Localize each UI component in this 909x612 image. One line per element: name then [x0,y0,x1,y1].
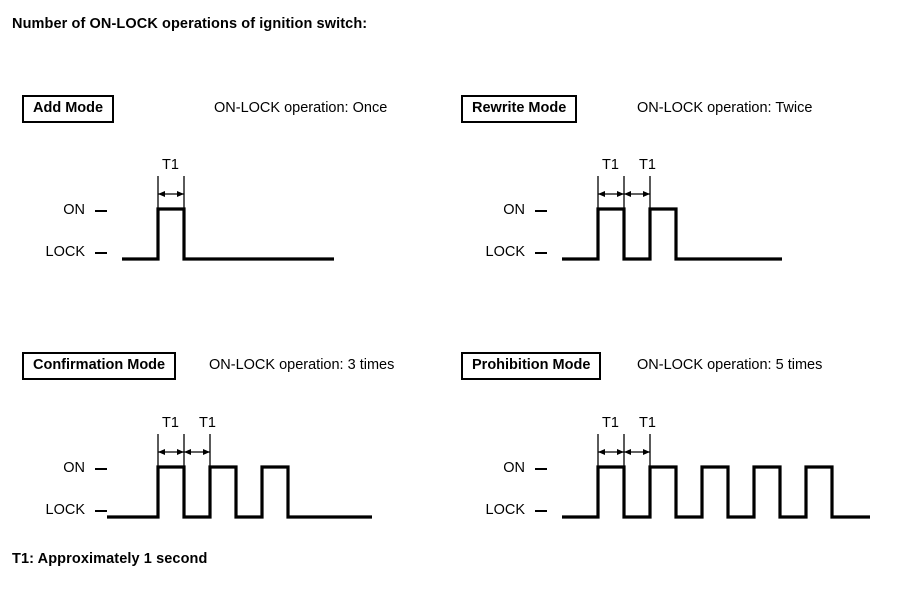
t1-label-rewrite-mode-1: T1 [602,157,619,173]
t1-label-confirmation-mode-1: T1 [162,415,179,431]
t1-label-prohibition-mode-1: T1 [602,415,619,431]
mode-label-rewrite-mode: Rewrite Mode [461,95,578,124]
tick-on-confirmation-mode [95,468,107,470]
t1-label-prohibition-mode-2: T1 [639,415,656,431]
t1-label-add-mode: T1 [162,157,179,173]
mode-label-confirmation-mode: Confirmation Mode [22,352,177,381]
mode-label-prohibition-mode: Prohibition Mode [461,352,602,381]
operation-label-rewrite-mode: ON-LOCK operation: Twice [637,100,813,116]
tick-lock-prohibition-mode [535,510,547,512]
mode-label-add-mode: Add Mode [22,95,115,124]
axis-label-lock-add-mode: LOCK [45,244,86,260]
axis-label-lock-confirmation-mode: LOCK [45,502,86,518]
tick-on-add-mode [95,210,107,212]
tick-lock-add-mode [95,252,107,254]
footnote-t1: T1: Approximately 1 second [12,551,208,567]
tick-lock-rewrite-mode [535,252,547,254]
operation-label-confirmation-mode: ON-LOCK operation: 3 times [209,357,395,373]
axis-label-on-add-mode: ON [63,202,85,218]
t1-label-confirmation-mode-2: T1 [199,415,216,431]
page-title: Number of ON-LOCK operations of ignition… [12,16,368,32]
tick-on-prohibition-mode [535,468,547,470]
operation-label-add-mode: ON-LOCK operation: Once [214,100,388,116]
axis-label-lock-prohibition-mode: LOCK [485,502,526,518]
operation-label-prohibition-mode: ON-LOCK operation: 5 times [637,357,823,373]
t1-label-rewrite-mode-2: T1 [639,157,656,173]
tick-on-rewrite-mode [535,210,547,212]
axis-label-on-prohibition-mode: ON [503,460,525,476]
axis-label-lock-rewrite-mode: LOCK [485,244,526,260]
axis-label-on-rewrite-mode: ON [503,202,525,218]
axis-label-on-confirmation-mode: ON [63,460,85,476]
tick-lock-confirmation-mode [95,510,107,512]
